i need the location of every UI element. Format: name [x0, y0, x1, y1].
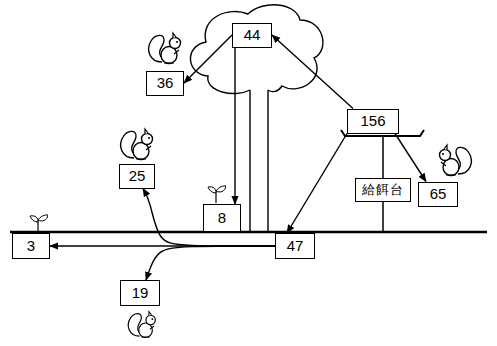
- quantity-label: 156: [360, 113, 385, 130]
- quantity-label: 8: [218, 210, 226, 227]
- quantity-label: 3: [27, 238, 35, 255]
- number-box: 47: [275, 233, 315, 259]
- squirrel-icon: [149, 33, 181, 64]
- quantity-label: 給餌台: [362, 183, 404, 197]
- quantity-label: 47: [287, 238, 304, 255]
- flow-arrow: [272, 35, 353, 109]
- number-box: 156: [347, 109, 399, 134]
- quantity-label: 65: [430, 186, 447, 203]
- quantity-label: 44: [244, 27, 261, 44]
- number-box: 給餌台: [355, 178, 411, 202]
- tree-trunk: [250, 90, 268, 232]
- tree-canopy: [190, 5, 322, 94]
- sprout-icon: [30, 215, 48, 232]
- flow-arrow: [395, 134, 426, 182]
- number-box: 25: [119, 164, 155, 189]
- number-box: 44: [232, 23, 272, 48]
- quantity-label: 19: [132, 285, 149, 302]
- flow-arrow: [234, 48, 235, 205]
- squirrel-icon: [128, 312, 155, 338]
- number-box: 36: [146, 71, 184, 96]
- number-box: 3: [12, 233, 50, 259]
- flow-arrow: [146, 246, 275, 280]
- quantity-label: 36: [157, 75, 174, 92]
- quantity-label: 25: [129, 168, 146, 185]
- squirrel-icon: [440, 145, 472, 176]
- number-box: 65: [418, 182, 458, 207]
- number-box: 8: [203, 204, 241, 232]
- flow-arrow: [287, 134, 347, 234]
- flow-arrow: [184, 35, 232, 83]
- ground-line: [10, 231, 487, 234]
- squirrel-icon: [121, 129, 153, 160]
- flow-arrow: [143, 189, 275, 247]
- number-box: 19: [120, 280, 160, 306]
- sprout-icon: [208, 186, 226, 203]
